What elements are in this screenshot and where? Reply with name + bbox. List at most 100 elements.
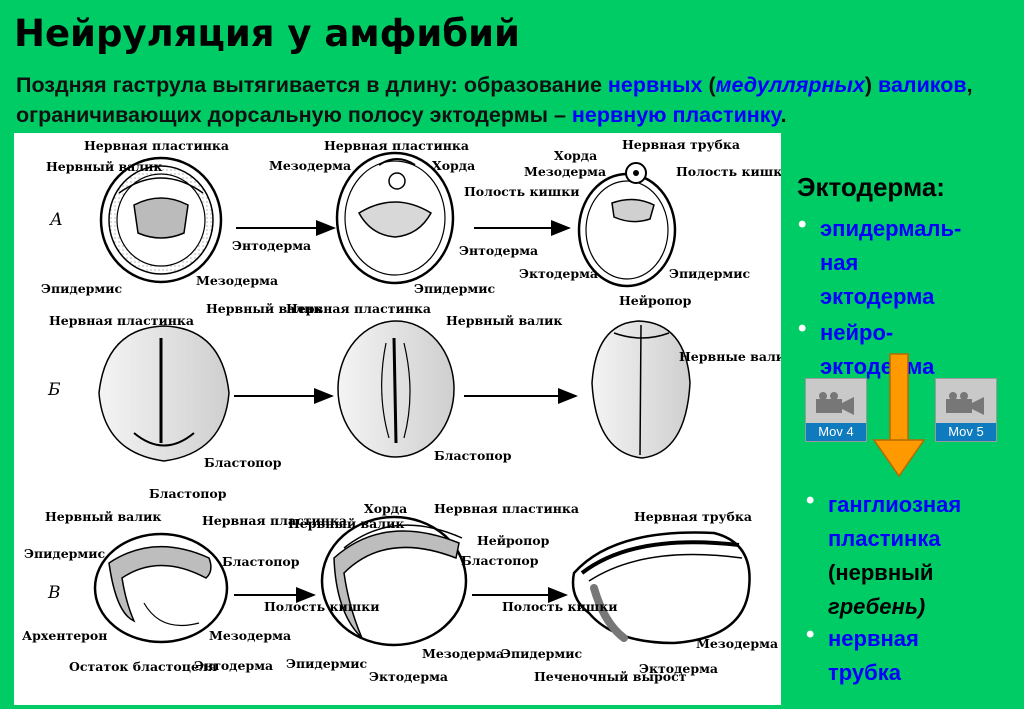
bullet-epidermal: • эпидермаль- ная эктодерма [798, 211, 962, 314]
label: Полость кишки [676, 164, 781, 179]
label: Нервная пластинка [84, 138, 229, 153]
label: Нервная пластинка [49, 313, 194, 328]
subtitle-text: . [780, 103, 787, 127]
subtitle-highlight: валиков [878, 73, 967, 97]
movie-camera-icon [816, 392, 854, 415]
bullet-text: эпидермаль- [820, 216, 962, 241]
label: Энтодерма [232, 238, 311, 253]
subtitle-text: ( [702, 73, 716, 97]
label: Нервный валик [446, 313, 562, 328]
label: Нервная трубка [634, 509, 752, 524]
slide-subtitle: Поздняя гаструла вытягивается в длину: о… [16, 70, 1016, 130]
movie-camera-icon [946, 392, 984, 415]
label: Эпидермис [286, 656, 368, 671]
label: Эпидермис [414, 281, 496, 296]
row-a-stage-2 [335, 151, 455, 285]
row-a-stage-1 [99, 156, 223, 284]
mov4-button[interactable]: Mov 4 [805, 378, 867, 442]
label: Нервная пластинка [286, 301, 431, 316]
mov5-label: Mov 5 [936, 423, 996, 441]
bullet-dot: • [806, 487, 815, 514]
label: Хорда [364, 501, 407, 516]
label: Полость кишки [264, 599, 380, 614]
label: Нейропор [477, 533, 550, 548]
subtitle-text: , ограничивающих дорсальную полосу эктод… [16, 73, 973, 127]
bullet-ganglionic: • ганглиозная пластинка (нервный гребень… [806, 487, 962, 624]
mov5-button[interactable]: Mov 5 [935, 378, 997, 442]
label: Эпидермис [501, 646, 583, 661]
label: Нейропор [619, 293, 692, 308]
row-c-stage-3 [571, 531, 751, 645]
row-b-stage-1 [98, 325, 230, 462]
label: Нервная пластинка [434, 501, 579, 516]
label: Мезодерма [524, 164, 606, 179]
bullet-text: ная [820, 250, 859, 275]
label: Хорда [432, 158, 475, 173]
label: Архентерон [22, 628, 107, 643]
label: Нервный валик [206, 301, 322, 316]
subtitle-highlight: медуллярных [715, 73, 865, 97]
label: Хорда [554, 148, 597, 163]
bullet-text: трубка [828, 660, 901, 685]
label: Эпидермис [24, 546, 106, 561]
row-c-stage-1 [93, 532, 229, 644]
label: Эпидермис [669, 266, 751, 281]
label: Полость кишки [502, 599, 618, 614]
subtitle-text: ) [864, 73, 879, 97]
bullet-text: нервная [828, 626, 919, 651]
down-arrow-icon [872, 353, 926, 478]
label: Нервная пластинка [202, 513, 347, 528]
bullet-text: нейро- [820, 320, 894, 345]
label: Мезодерма [196, 273, 278, 288]
subtitle-highlight: нервную пластинку [571, 103, 781, 127]
label: Мезодерма [696, 636, 778, 651]
row-b-stage-2 [337, 320, 455, 458]
label: Нервный валик [45, 509, 161, 524]
subtitle-text: Поздняя гаструла вытягивается в длину: о… [16, 73, 608, 97]
ectoderm-heading: Эктодерма: [797, 172, 945, 202]
bullet-dot: • [798, 315, 807, 342]
label: Эктодерма [639, 661, 718, 676]
row-c-stage-2 [320, 515, 468, 647]
subtitle-highlight: нервных [607, 73, 703, 97]
bullet-text: эктодерма [820, 284, 935, 309]
row-b-stage-3 [591, 320, 691, 459]
label: Мезодерма [209, 628, 291, 643]
neurulation-figure: А Б В Нервная пластинка Нервный валик Эн… [14, 133, 781, 705]
row-letter-a: А [49, 210, 63, 230]
label: Бластопор [149, 486, 227, 501]
bullet-text: ганглиозная [828, 492, 962, 517]
label: Эктодерма [519, 266, 598, 281]
row-letter-b: Б [47, 380, 61, 400]
label: Нервные валики сомкнулись [679, 349, 781, 364]
label: Нервная пластинка [324, 138, 469, 153]
neurulation-diagram: А Б В Нервная пластинка Нервный валик Эн… [22, 137, 781, 684]
label: Мезодерма [269, 158, 351, 173]
label: Эпидермис [41, 281, 123, 296]
label: Энтодерма [459, 243, 538, 258]
bullet-dot: • [798, 211, 807, 238]
label: Нервный валик [288, 516, 404, 531]
label: Остаток бластоцеля [69, 659, 217, 674]
label: Нервная трубка [622, 137, 740, 152]
row-a-stage-3 [577, 162, 677, 288]
label: Бластопор [461, 553, 539, 568]
label: Печеночный вырост [534, 669, 687, 684]
label: Бластопор [222, 554, 300, 569]
bullet-text: эктодерма [820, 354, 935, 379]
bullet-text: гребень) [828, 594, 926, 619]
label: Бластопор [204, 455, 282, 470]
mov4-label: Mov 4 [806, 423, 866, 441]
bullet-neuroectoderm: • нейро- эктодерма [798, 315, 935, 384]
slide-title: Нейруляция у амфибий [14, 12, 520, 55]
bullet-text: пластинка [828, 526, 941, 551]
label: Эктодерма [369, 669, 448, 684]
label: Полость кишки [464, 184, 580, 199]
label: Мезодерма [422, 646, 504, 661]
bullet-text: (нервный [828, 560, 934, 585]
label: Нервный валик [46, 159, 162, 174]
bullet-neural-tube: • нервная трубка [806, 621, 919, 690]
bullet-dot: • [806, 621, 815, 648]
label: Бластопор [434, 448, 512, 463]
row-letter-c: В [47, 583, 61, 603]
